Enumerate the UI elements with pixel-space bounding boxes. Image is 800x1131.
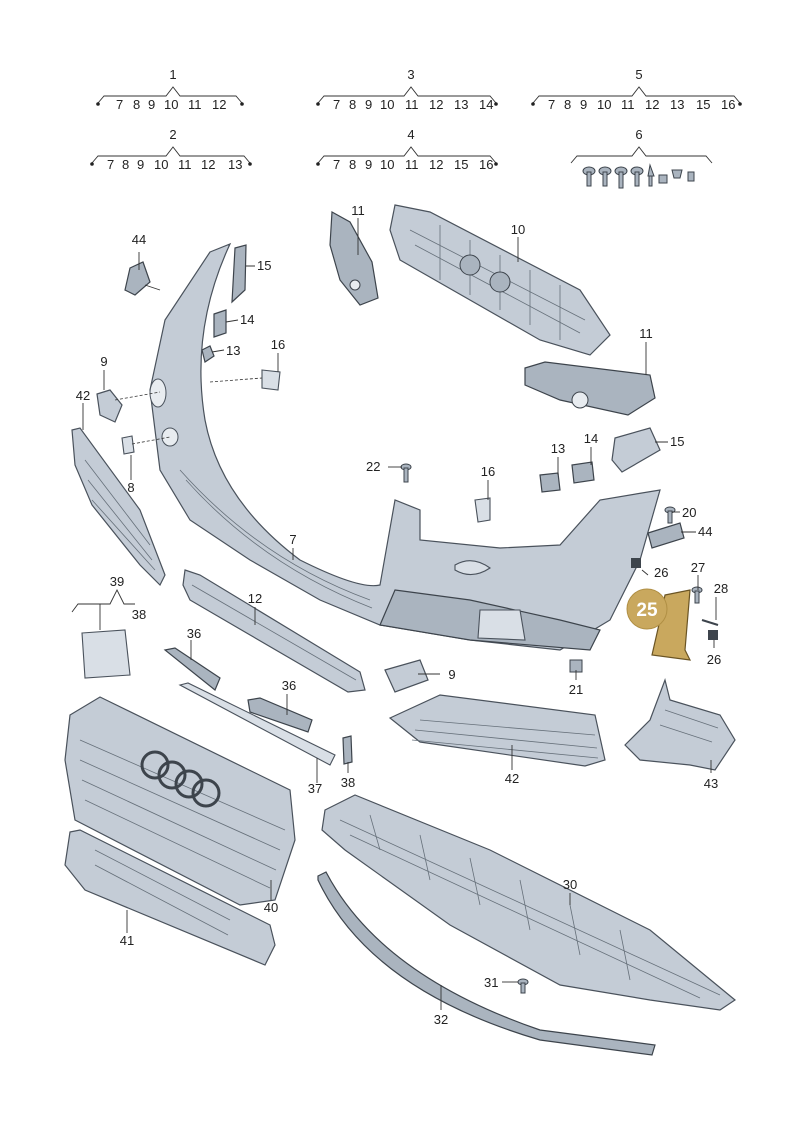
- group-label: 6: [635, 127, 642, 142]
- label-38-a: 38: [341, 775, 355, 790]
- label-36-b: 36: [282, 678, 296, 693]
- grille-support-part: [389, 204, 611, 356]
- side-grille-right-part: [388, 694, 606, 767]
- spoiler-strip-part: [317, 871, 656, 1056]
- label-42-left: 42: [76, 388, 90, 403]
- label-26-b: 26: [707, 652, 721, 667]
- label-10: 10: [511, 222, 525, 237]
- group-label: 2: [169, 127, 176, 142]
- group-label: 4: [407, 127, 414, 142]
- label-25-badge: 25: [626, 588, 668, 630]
- part-labels: 7 8 9 9 10 11 11 12 13 13 14 14 15 15 16…: [76, 203, 728, 1027]
- label-30: 30: [563, 877, 577, 892]
- label-16-left: 16: [271, 337, 285, 352]
- guide-lines: [114, 377, 263, 445]
- label-32: 32: [434, 1012, 448, 1027]
- label-36-a: 36: [187, 626, 201, 641]
- label-27: 27: [691, 560, 705, 575]
- label-11-left: 11: [351, 203, 365, 218]
- lower-bracket-part: [624, 677, 736, 771]
- label-8: 8: [127, 480, 134, 495]
- label-16-center: 16: [481, 464, 495, 479]
- fastener-set-icon: [582, 163, 695, 189]
- small-parts: [81, 244, 719, 994]
- side-grille-left-part: [71, 427, 166, 587]
- label-25: 25: [636, 600, 658, 621]
- label-40: 40: [264, 900, 278, 915]
- impact-strip-part: [182, 569, 366, 693]
- group-callout-6: 6: [570, 127, 713, 189]
- label-13-left: 13: [226, 343, 240, 358]
- label-7: 7: [289, 532, 296, 547]
- label-28: 28: [714, 581, 728, 596]
- label-22: 22: [366, 459, 380, 474]
- label-12: 12: [248, 591, 262, 606]
- label-15-right: 15: [670, 434, 684, 449]
- label-9-left: 9: [100, 354, 107, 369]
- label-14-right: 14: [584, 431, 598, 446]
- label-38-b: 38: [132, 607, 146, 622]
- group-label: 1: [169, 67, 176, 82]
- label-15-left: 15: [257, 258, 271, 273]
- label-11-right: 11: [639, 326, 653, 341]
- label-37: 37: [308, 781, 322, 796]
- label-21: 21: [569, 682, 583, 697]
- label-13-right: 13: [551, 441, 565, 456]
- group-label: 3: [407, 67, 414, 82]
- group-label: 5: [635, 67, 642, 82]
- label-39: 39: [110, 574, 124, 589]
- label-14-left: 14: [240, 312, 254, 327]
- label-9-right: 9: [448, 667, 455, 682]
- undertray-part: [321, 794, 737, 1011]
- label-42-right: 42: [505, 771, 519, 786]
- label-43: 43: [704, 776, 718, 791]
- bumper-cover-part: [149, 242, 661, 651]
- label-26-a: 26: [654, 565, 668, 580]
- label-20: 20: [682, 505, 696, 520]
- leader-lines: [71, 218, 717, 1010]
- label-44-left: 44: [132, 232, 146, 247]
- label-41: 41: [120, 933, 134, 948]
- grille-trim-part: [64, 829, 276, 966]
- radiator-grille-part: [64, 696, 296, 906]
- label-44-right: 44: [698, 524, 712, 539]
- label-31: 31: [484, 975, 498, 990]
- bracket-left-part: [329, 211, 379, 306]
- bracket-right-part: [524, 361, 656, 416]
